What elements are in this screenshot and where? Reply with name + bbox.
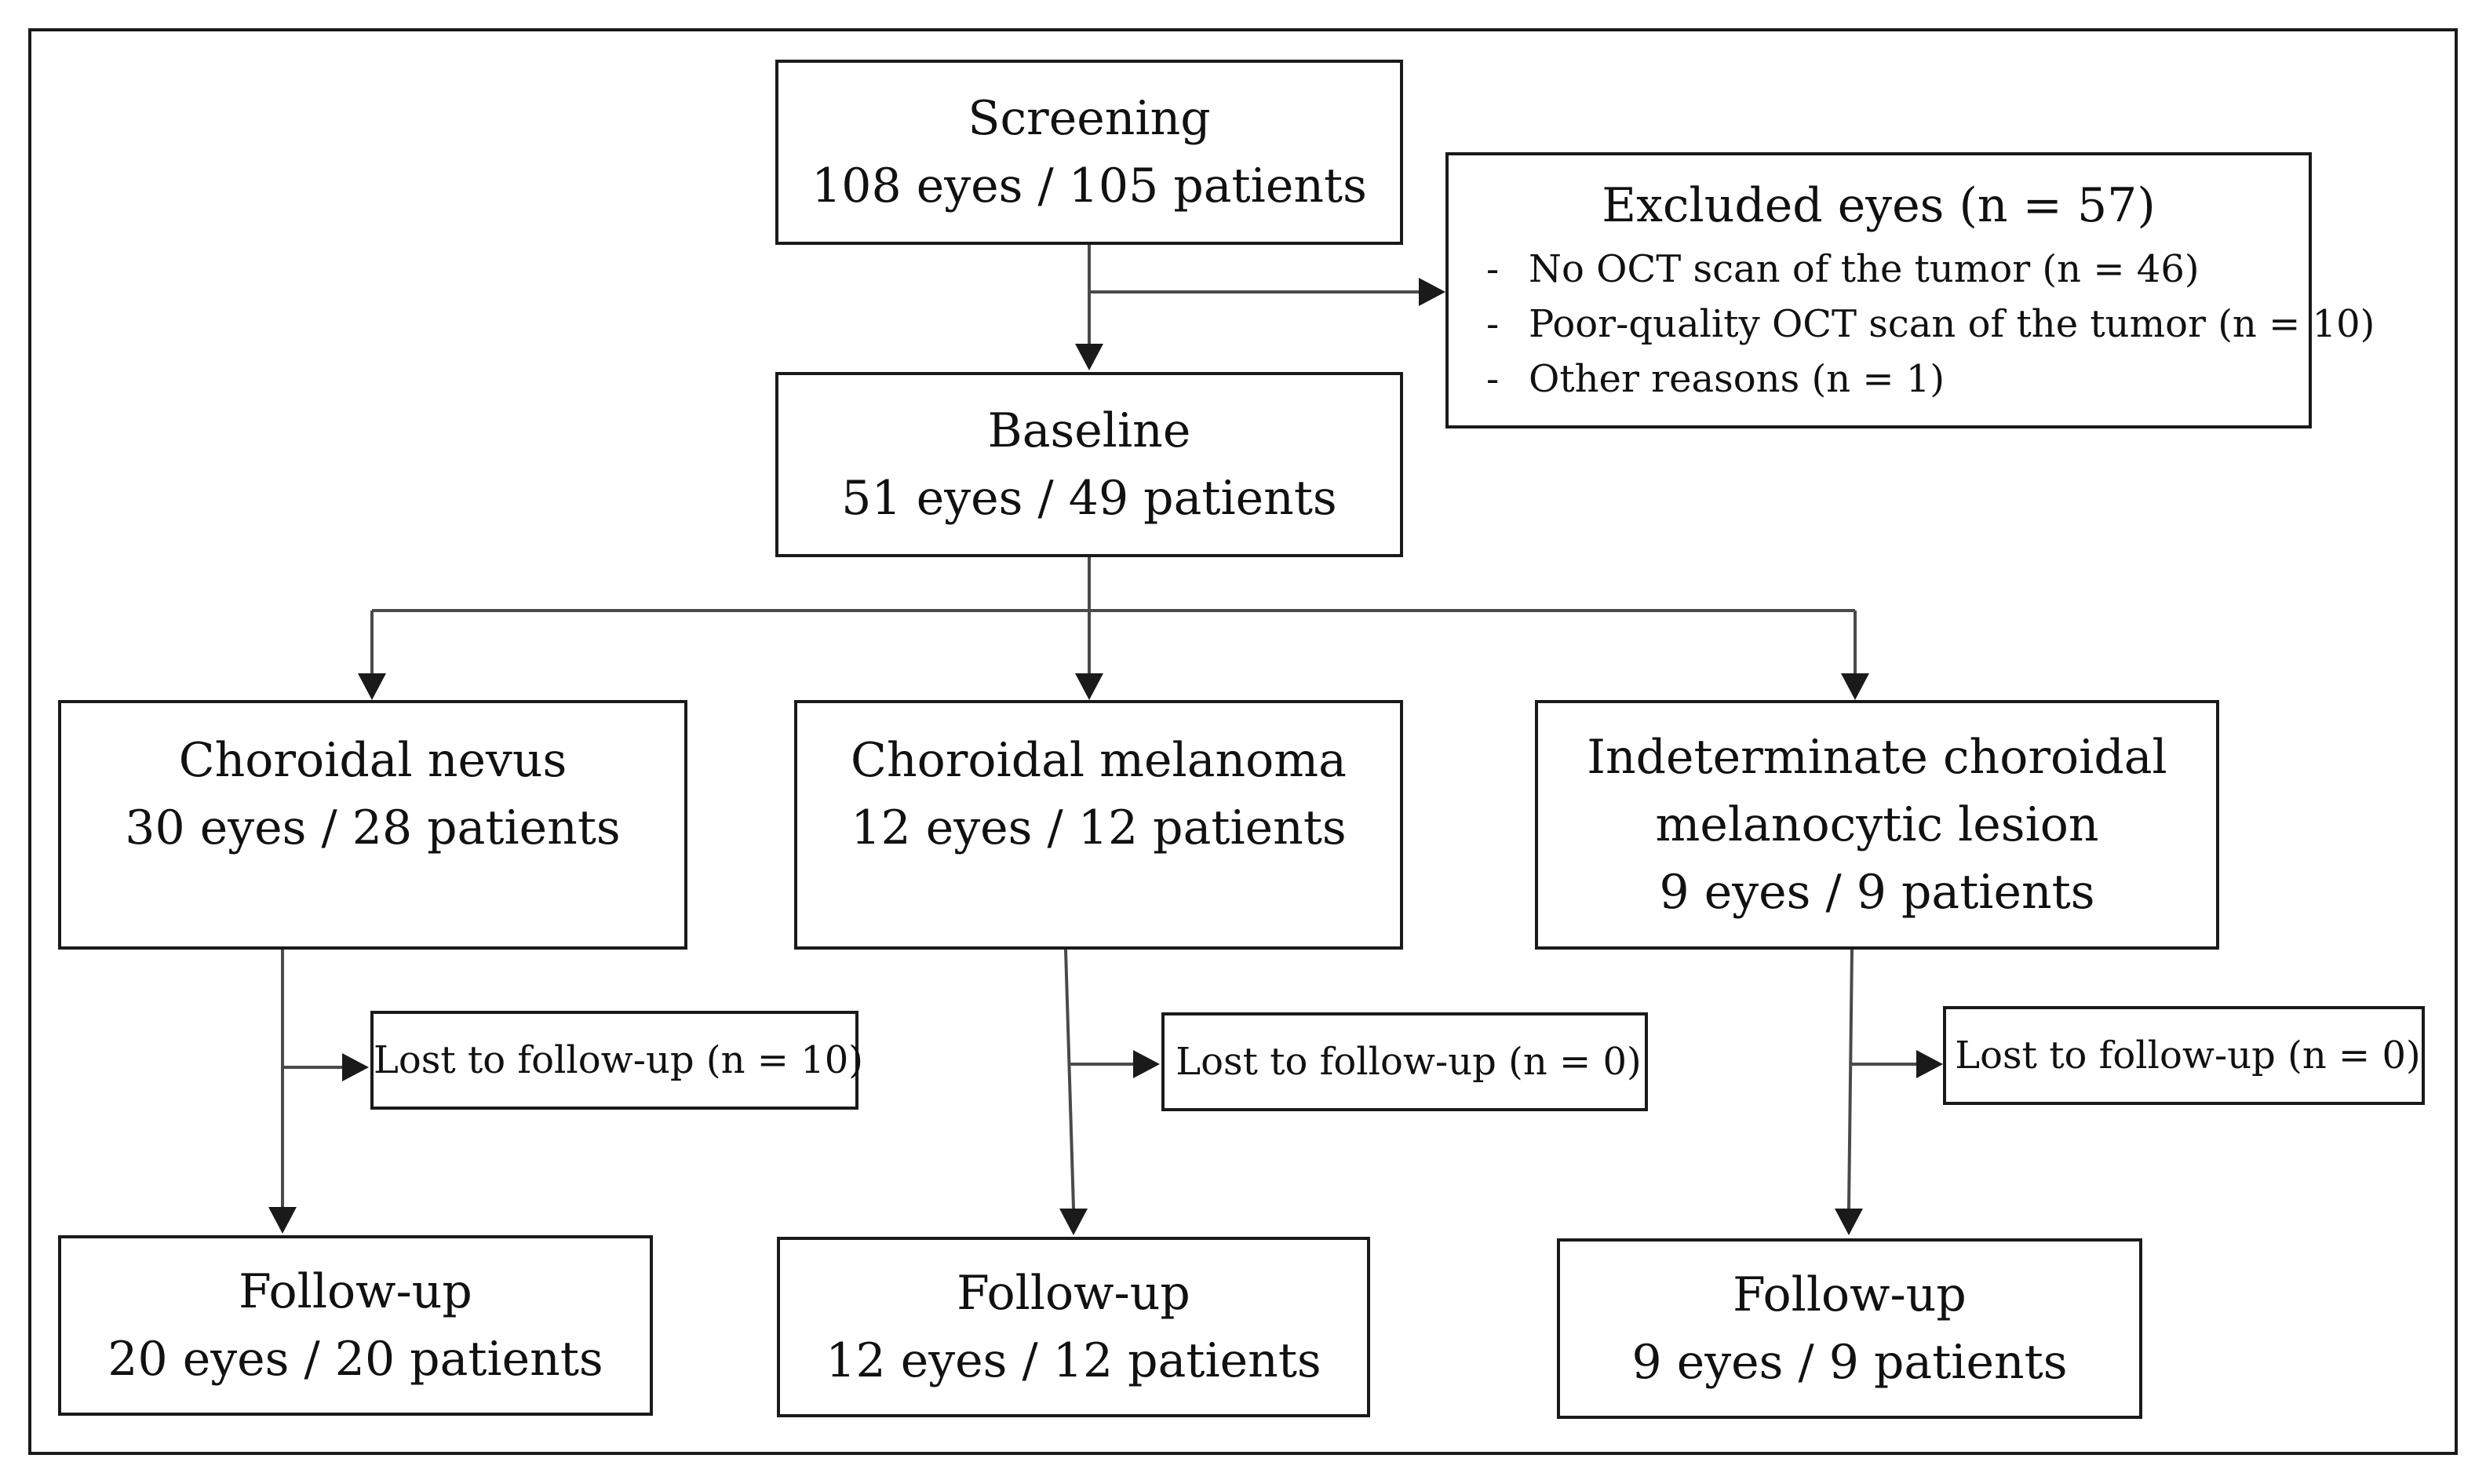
arrowhead: [1075, 673, 1103, 700]
nevus-lost-box: Lost to follow-up (n = 10): [370, 1011, 863, 1110]
melanoma-count: 12 eyes / 12 patients: [851, 800, 1347, 855]
melanoma-box: Choroidal melanoma 12 eyes / 12 patients: [794, 700, 1403, 950]
excluded-reasons-list: No OCT scan of the tumor (n = 46) Poor-q…: [1449, 242, 2375, 407]
nevus-title: Choroidal nevus: [178, 733, 567, 788]
excluded-box: Excluded eyes (n = 57) No OCT scan of th…: [1445, 152, 2375, 428]
indeterminate-followup-box: Follow-up 9 eyes / 9 patients: [1557, 1238, 2142, 1419]
indeterminate-lost-label: Lost to follow-up (n = 0): [1955, 1034, 2421, 1077]
arrowhead: [1835, 1209, 1863, 1235]
arrowhead: [1059, 1209, 1088, 1235]
excluded-reason: Other reasons (n = 1): [1449, 352, 2309, 407]
baseline-title: Baseline: [987, 403, 1191, 458]
arrowhead: [1075, 344, 1103, 370]
arrowhead: [268, 1207, 297, 1234]
arrow-melanoma-followup: [1064, 949, 1075, 1209]
indeterminate-followup-count: 9 eyes / 9 patients: [1631, 1335, 2068, 1390]
excluded-title: Excluded eyes (n = 57): [1602, 178, 2156, 233]
indeterminate-box: Indeterminate choroidal melanocytic lesi…: [1535, 700, 2219, 950]
indeterminate-title-line1: Indeterminate choroidal: [1587, 730, 2167, 785]
nevus-count: 30 eyes / 28 patients: [125, 800, 621, 855]
baseline-box: Baseline 51 eyes / 49 patients: [775, 372, 1403, 557]
arrowhead: [1916, 1050, 1943, 1078]
arrowhead: [1841, 673, 1869, 700]
excluded-reason: Poor-quality OCT scan of the tumor (n = …: [1449, 297, 2375, 352]
nevus-followup-title: Follow-up: [239, 1264, 472, 1319]
melanoma-followup-count: 12 eyes / 12 patients: [826, 1333, 1321, 1388]
indeterminate-followup-title: Follow-up: [1733, 1267, 1967, 1322]
melanoma-title: Choroidal melanoma: [851, 733, 1347, 788]
indeterminate-lost-box: Lost to follow-up (n = 0): [1943, 1006, 2425, 1105]
figure-frame: [28, 28, 2458, 1455]
melanoma-followup-box: Follow-up 12 eyes / 12 patients: [777, 1237, 1370, 1417]
nevus-box: Choroidal nevus 30 eyes / 28 patients: [58, 700, 687, 950]
melanoma-lost-box: Lost to follow-up (n = 0): [1161, 1012, 1648, 1111]
excluded-reason: No OCT scan of the tumor (n = 46): [1449, 242, 2309, 297]
nevus-lost-label: Lost to follow-up (n = 10): [373, 1038, 864, 1082]
baseline-count: 51 eyes / 49 patients: [841, 471, 1337, 526]
screening-title: Screening: [968, 91, 1211, 146]
arrowhead: [1133, 1050, 1160, 1078]
screening-box: Screening 108 eyes / 105 patients: [775, 60, 1403, 245]
indeterminate-title-line2: melanocytic lesion: [1655, 797, 2099, 852]
indeterminate-count: 9 eyes / 9 patients: [1659, 865, 2095, 920]
melanoma-lost-label: Lost to follow-up (n = 0): [1176, 1040, 1642, 1084]
arrowhead: [342, 1053, 369, 1081]
nevus-followup-count: 20 eyes / 20 patients: [108, 1332, 603, 1387]
melanoma-followup-title: Follow-up: [957, 1266, 1190, 1321]
arrowhead: [358, 673, 386, 700]
screening-count: 108 eyes / 105 patients: [811, 159, 1367, 213]
arrow-indeterminate-followup: [1847, 949, 1854, 1209]
nevus-followup-box: Follow-up 20 eyes / 20 patients: [58, 1235, 653, 1416]
arrowhead: [1419, 278, 1445, 306]
